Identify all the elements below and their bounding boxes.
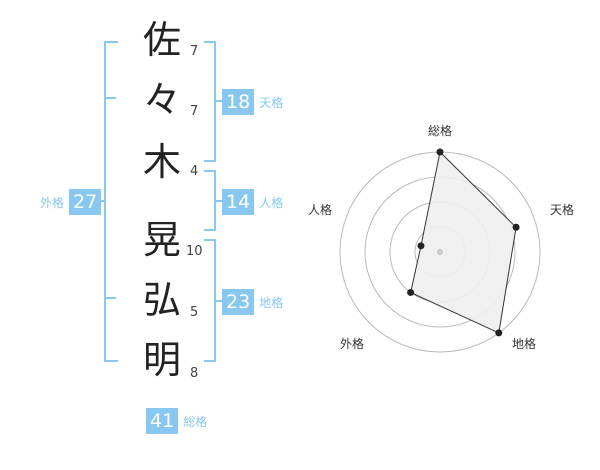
soukaku-value: 41 (146, 408, 179, 434)
name-char-6: 明 (142, 338, 181, 382)
radar-point-0 (436, 148, 444, 156)
radar-value-polygon (410, 150, 517, 334)
tenkaku-badge: 18 天格 (222, 89, 283, 115)
gaikaku-badge: 外格 27 (40, 189, 102, 215)
stroke-count-2: 7 (190, 104, 199, 119)
name-char-2: 々 (142, 78, 181, 122)
name-char-3: 木 (142, 140, 181, 184)
stroke-count-5: 5 (190, 305, 199, 320)
radar-point-2 (495, 329, 503, 337)
soukaku-badge: 41 総格 (146, 408, 207, 434)
jinkaku-label: 人格 (259, 195, 284, 210)
bracket-tick-2 (104, 97, 116, 99)
name-char-1: 佐 (142, 18, 181, 62)
radar-point-3 (407, 288, 415, 296)
name-char-4: 晃 (142, 218, 181, 262)
soukaku-label: 総格 (183, 414, 208, 429)
stroke-count-3: 4 (190, 164, 199, 179)
bracket-tick-5 (104, 297, 116, 299)
chikaku-badge: 23 地格 (222, 289, 283, 315)
name-char-5: 弘 (142, 278, 181, 322)
chikaku-value: 23 (222, 289, 255, 315)
radar-axis-label-4: 人格 (308, 203, 333, 217)
radar-point-4 (417, 242, 425, 250)
tenkaku-bracket (204, 41, 216, 162)
stroke-count-6: 8 (190, 366, 199, 381)
jinkaku-badge: 14 人格 (222, 189, 283, 215)
gaikaku-value: 27 (69, 189, 102, 215)
stroke-count-1: 7 (190, 44, 199, 59)
stroke-count-4: 10 (186, 244, 203, 259)
radar-axis-label-0: 総格 (428, 124, 453, 138)
radar-axis-label-2: 地格 (512, 337, 537, 351)
tenkaku-bracket-tick (216, 100, 222, 102)
radar-center-point (437, 249, 443, 255)
radar-axis-label-1: 天格 (550, 203, 575, 217)
radar-point-1 (512, 223, 520, 231)
chikaku-label: 地格 (259, 295, 284, 310)
jinkaku-bracket (204, 170, 216, 231)
chikaku-bracket (204, 239, 216, 362)
chikaku-bracket-tick (216, 300, 222, 302)
tenkaku-value: 18 (222, 89, 255, 115)
radar-axis-label-3: 外格 (340, 337, 365, 351)
jinkaku-value: 14 (222, 189, 255, 215)
gaikaku-label: 外格 (40, 195, 65, 210)
jinkaku-bracket-tick (216, 200, 222, 202)
gaikaku-bracket (104, 41, 118, 362)
tenkaku-label: 天格 (259, 95, 284, 110)
